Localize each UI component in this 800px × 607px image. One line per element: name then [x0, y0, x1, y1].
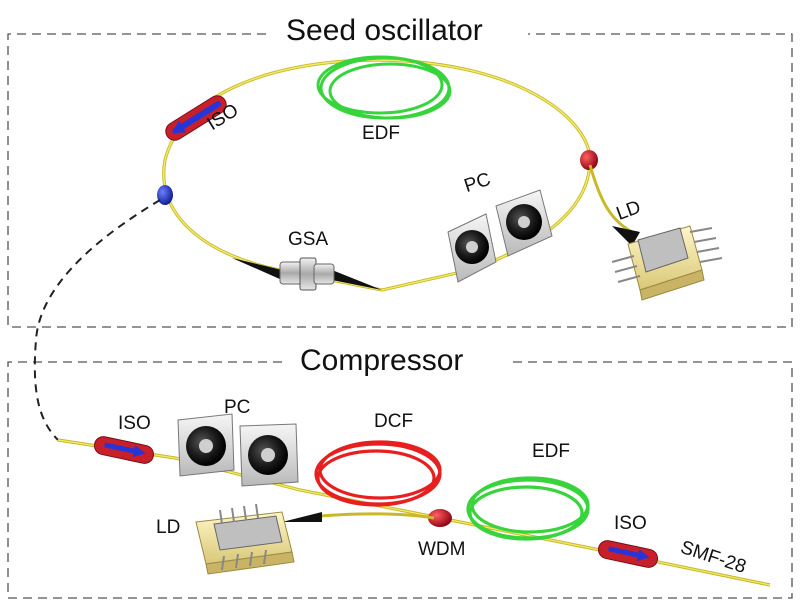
seed-to-compressor-link — [33, 199, 161, 441]
seed-frame — [7, 33, 793, 328]
compressor-pc-label: PC — [224, 397, 251, 418]
compressor-main-fiber-highlight — [57, 439, 771, 586]
seed-fiber-ring — [162, 58, 592, 292]
seed-isolator — [165, 95, 227, 141]
seed-pump-fiber — [588, 164, 633, 234]
seed-polarization-controller — [447, 189, 553, 283]
compressor-pump-fiber — [319, 512, 435, 520]
compressor-ld-label: LD — [156, 517, 181, 538]
compressor-polarization-controller — [177, 413, 299, 487]
compressor-edf-label: EDF — [532, 441, 570, 462]
compressor-dcf-coil — [314, 440, 442, 507]
compressor-isolator-in — [93, 436, 155, 464]
seed-gsa-label: GSA — [288, 229, 329, 250]
compressor-isolator-out — [597, 540, 659, 568]
compressor-iso-in-label: ISO — [118, 413, 151, 434]
seed-wdm — [580, 150, 598, 170]
seed-edf-coil — [316, 55, 452, 120]
compressor-wdm-label: WDM — [418, 539, 466, 560]
compressor-frame — [7, 361, 793, 599]
seed-laser-diode — [611, 225, 723, 301]
compressor-wdm — [428, 509, 452, 527]
compressor-iso-out-label: ISO — [614, 513, 647, 534]
seed-section-title: Seed oscillator — [272, 14, 497, 48]
compressor-edf-coil — [466, 476, 590, 541]
seed-edf-label: EDF — [362, 123, 400, 144]
compressor-laser-diode — [195, 503, 322, 575]
seed-output-coupler — [157, 185, 173, 205]
compressor-section-title: Compressor — [286, 344, 478, 378]
seed-gsa — [232, 257, 382, 291]
compressor-dcf-label: DCF — [374, 411, 414, 432]
